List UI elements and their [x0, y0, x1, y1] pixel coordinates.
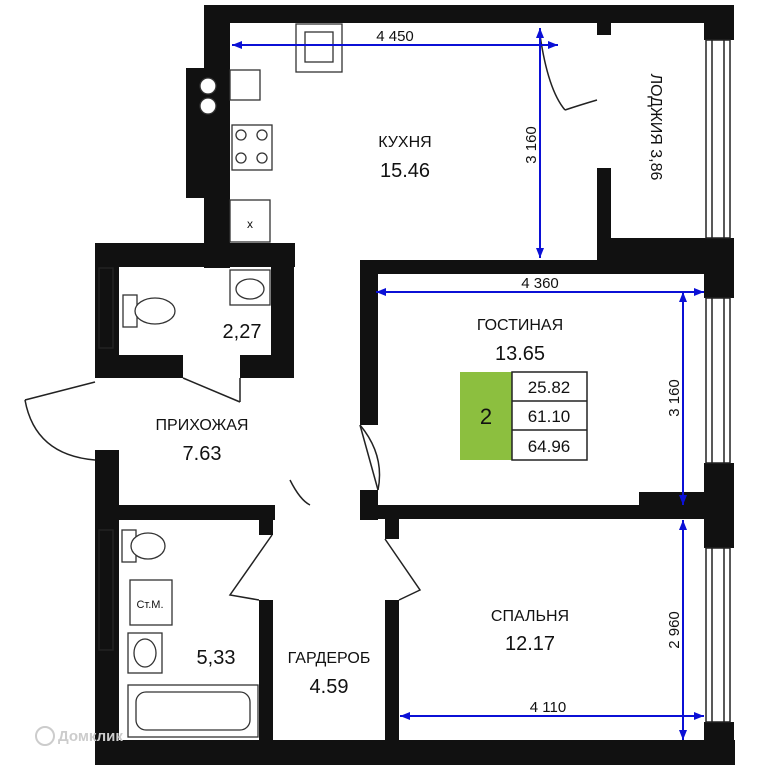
wardrobe-area: 4.59 — [310, 676, 349, 698]
bath-area: 5,33 — [197, 647, 236, 669]
bedroom-name: СПАЛЬНЯ — [491, 608, 569, 625]
room-labels: КУХНЯ 15.46 ЛОДЖИЯ 3,86 2,27 ПРИХОЖАЯ 7.… — [156, 74, 664, 698]
living-area: 13.65 — [495, 343, 545, 365]
watermark: Домклик — [35, 726, 123, 746]
fixtures: x Ст.М. — [121, 23, 343, 738]
rooms-count: 2 — [480, 404, 492, 429]
bedroom-area: 12.17 — [505, 633, 555, 655]
rooms-count-box — [460, 372, 512, 460]
windows — [98, 39, 731, 723]
summary-badge: 2 25.82 61.10 64.96 — [460, 371, 588, 461]
kitchen-appliance-icon — [229, 199, 271, 243]
wardrobe-name: ГАРДЕРОБ — [288, 650, 371, 667]
washing-machine-label: Ст.М. — [136, 599, 163, 611]
wc-area: 2,27 — [223, 321, 262, 343]
kitchen-sink-icon — [229, 69, 261, 101]
living-width-label: 4 360 — [521, 275, 559, 292]
total-area: 61.10 — [528, 407, 571, 426]
hall-name: ПРИХОЖАЯ — [156, 417, 249, 434]
living-area-total: 25.82 — [528, 378, 571, 397]
total-with-loggia: 64.96 — [528, 437, 571, 456]
kitchen-width-label: 4 450 — [376, 28, 414, 45]
kitchen-area: 15.46 — [380, 160, 430, 182]
watermark-logo-icon — [35, 726, 55, 746]
bedroom-depth-label: 2 960 — [666, 611, 683, 649]
bedroom-width-label: 4 110 — [530, 699, 566, 716]
loggia-name: ЛОДЖИЯ 3,86 — [647, 74, 664, 181]
hall-area: 7.63 — [183, 443, 222, 465]
dimension-labels: 4 450 3 160 4 360 3 160 2 960 4 110 — [376, 28, 683, 716]
watermark-text: Домклик — [58, 728, 123, 745]
doors — [24, 34, 598, 601]
living-name: ГОСТИНАЯ — [477, 317, 563, 334]
kitchen-name: КУХНЯ — [378, 134, 431, 151]
washing-machine-icon — [129, 579, 173, 626]
kitchen-depth-label: 3 160 — [523, 126, 540, 164]
svg-text:x: x — [247, 217, 253, 231]
dimension-lines — [232, 28, 704, 740]
living-depth-label: 3 160 — [666, 379, 683, 417]
walls — [95, 5, 735, 765]
